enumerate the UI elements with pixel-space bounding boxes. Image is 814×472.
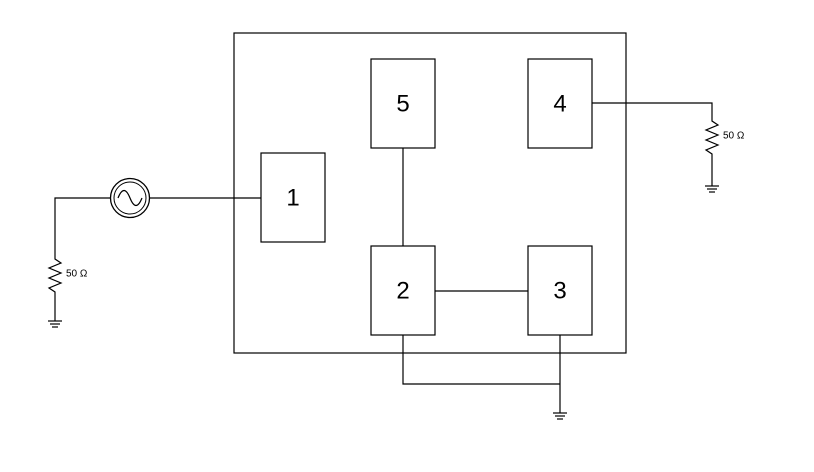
ground-icon <box>705 185 719 193</box>
block4-to-load-wire <box>592 102 713 115</box>
block-4: 4 <box>527 58 593 149</box>
block-3-label: 3 <box>553 278 566 305</box>
block-2: 2 <box>370 245 436 336</box>
block-5-label: 5 <box>396 91 409 118</box>
ground-icon <box>553 412 567 420</box>
ac-source-icon <box>109 177 151 219</box>
block-5: 5 <box>370 58 436 149</box>
block-4-label: 4 <box>553 91 566 118</box>
bottom-ground-network <box>402 335 567 420</box>
block-1: 1 <box>260 152 326 243</box>
block-3: 3 <box>527 245 593 336</box>
block-1-label: 1 <box>286 185 299 212</box>
block2-ground-wire <box>402 335 560 385</box>
block-2-label: 2 <box>396 278 409 305</box>
source-left-wire <box>54 197 110 250</box>
ground-icon <box>48 320 62 328</box>
load-resistor-label: 50 Ω <box>723 131 745 142</box>
source-network: 50 Ω <box>47 177 261 328</box>
resistor-icon <box>704 115 720 186</box>
load-network: 50 Ω <box>592 102 745 193</box>
resistor-icon <box>47 250 63 321</box>
source-resistor-label: 50 Ω <box>66 269 88 280</box>
